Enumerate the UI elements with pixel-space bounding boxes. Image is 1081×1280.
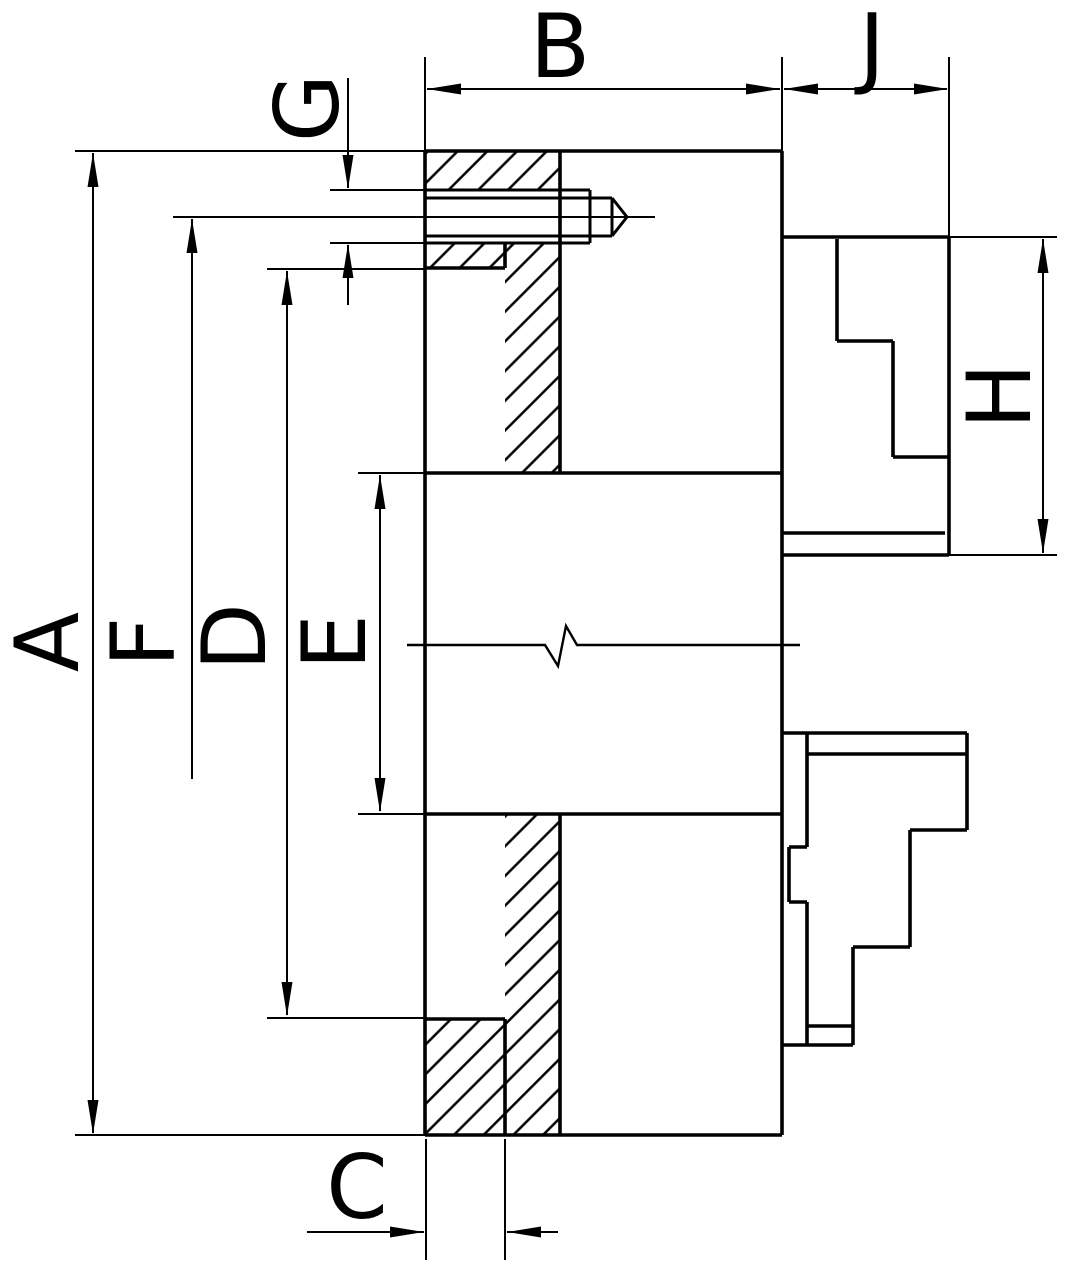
arrow-E-bottom bbox=[374, 778, 386, 812]
arrow-A-top bbox=[87, 153, 99, 187]
label-D: D bbox=[183, 603, 286, 671]
chuck-body-outline bbox=[423, 149, 784, 1137]
arrow-H-top bbox=[1037, 239, 1049, 273]
dimension-arrowheads bbox=[87, 83, 1049, 1238]
arrow-J-left bbox=[784, 83, 818, 95]
arrow-B-right bbox=[746, 83, 780, 95]
center-axis-line bbox=[407, 622, 800, 670]
label-J: J bbox=[854, 0, 885, 98]
arrow-C-left bbox=[390, 1226, 424, 1238]
top-jaw-steps bbox=[835, 239, 949, 459]
top-jaw-outline bbox=[782, 235, 951, 557]
arrow-G-bottom bbox=[342, 244, 354, 278]
section-hatching bbox=[425, 151, 560, 1135]
hatch-top-flange bbox=[425, 151, 560, 190]
stud-thread-lines bbox=[425, 188, 614, 245]
label-C: C bbox=[326, 1136, 387, 1239]
top-jaw bbox=[782, 235, 951, 557]
arrow-J-right bbox=[914, 83, 948, 95]
label-H: H bbox=[948, 363, 1051, 429]
bottom-jaw bbox=[782, 731, 969, 1047]
hatch-top-flange-inner bbox=[425, 243, 560, 268]
arrow-D-top bbox=[281, 271, 293, 305]
hatch-upper-bore-wall bbox=[505, 268, 560, 473]
label-F: F bbox=[92, 617, 195, 668]
bottom-jaw-outline bbox=[782, 731, 969, 1047]
center-line bbox=[407, 622, 800, 670]
arrow-B-left bbox=[427, 83, 461, 95]
arrow-H-bottom bbox=[1037, 519, 1049, 553]
hatch-lower-bore-wall bbox=[505, 814, 560, 1019]
body-outer-edges bbox=[423, 149, 784, 1137]
mounting-stud bbox=[425, 188, 629, 245]
arrow-E-top bbox=[374, 475, 386, 509]
label-A: A bbox=[0, 612, 99, 672]
arrow-G-top bbox=[342, 155, 354, 189]
body-internal-edges bbox=[425, 151, 782, 1135]
dimension-labels: A F D E G H B J C bbox=[0, 0, 1051, 1239]
arrow-C-right bbox=[507, 1226, 541, 1238]
stud-cone-tip bbox=[610, 197, 629, 237]
label-E: E bbox=[283, 614, 386, 670]
label-B: B bbox=[530, 0, 590, 98]
arrow-F-top bbox=[186, 219, 198, 253]
arrow-D-bottom bbox=[281, 982, 293, 1016]
label-G: G bbox=[256, 74, 359, 142]
bottom-jaw-steps bbox=[807, 828, 967, 1045]
hatch-bottom-flange bbox=[425, 1019, 560, 1135]
arrow-A-bottom bbox=[87, 1100, 99, 1134]
